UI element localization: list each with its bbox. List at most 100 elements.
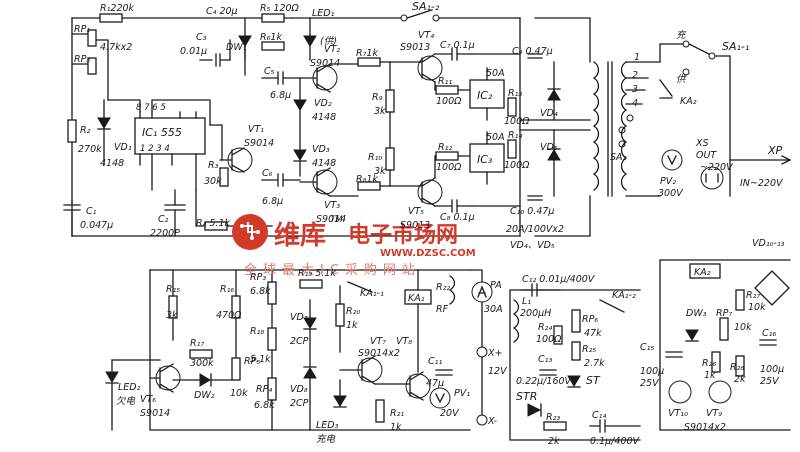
label-mode-charge: 充: [676, 29, 687, 41]
switch-sa1-1-common[interactable]: [708, 52, 716, 60]
label-r14-value: 100Ω: [504, 160, 530, 171]
label-rp7: RP₇: [716, 308, 732, 319]
label-vd8: VD₈: [290, 384, 308, 395]
switch-sa1-2-contact-b[interactable]: [432, 14, 440, 22]
label-r17: R₁₇: [190, 338, 204, 349]
resistor-r20: [335, 303, 345, 327]
label-c3-value: 0.01μ: [180, 46, 207, 57]
label-r9-value: 3k: [374, 106, 386, 117]
terminal-x-plus: [476, 346, 488, 358]
switch-sa1-1-contact-supply[interactable]: [682, 68, 690, 76]
label-xs: XS: [695, 138, 709, 149]
label-rp4: RP₄: [256, 384, 272, 395]
watermark-brand: 维库: [274, 220, 326, 251]
label-r23-value: 2k: [548, 436, 560, 447]
label-rp6: RP₆: [582, 314, 598, 325]
label-xp: XP: [767, 144, 783, 157]
label-r17-value: 300k: [190, 358, 214, 369]
label-vd1-value: 4148: [100, 158, 124, 169]
label-vd8-value: 2CP: [290, 398, 309, 409]
switch-sa2-tap-2[interactable]: [618, 126, 626, 134]
label-pv1: PV₁: [454, 388, 470, 399]
resistor-r21: [375, 399, 385, 423]
led-led1: [303, 35, 317, 47]
label-50a-bottom: 50A: [486, 132, 505, 143]
label-pv2-value: 300V: [658, 188, 684, 199]
resistor-r14: [507, 139, 517, 159]
resistor-r28: [735, 355, 745, 377]
ic1-555-chip: [134, 117, 206, 155]
label-c4: C₄ 20μ: [206, 6, 238, 17]
potentiometer-rp1: [87, 29, 97, 47]
label-ka2-coil: KA₂: [694, 267, 711, 278]
label-vt1: VT₁: [248, 124, 264, 135]
label-vt9: VT₉: [706, 408, 722, 419]
label-c1-value: 0.047μ: [80, 220, 113, 231]
label-led1-note: (供): [320, 36, 337, 47]
label-r16-value: 470Ω: [216, 310, 242, 321]
label-rp5-value: 10k: [230, 388, 248, 399]
label-vt5-value: S9013: [400, 220, 430, 231]
switch-sa2-tap-1[interactable]: [626, 114, 634, 122]
label-vt2-value: S9014: [310, 58, 340, 69]
starter-circuit: [509, 283, 641, 441]
label-r26-value: 1k: [704, 370, 716, 381]
led-led3: [333, 395, 347, 407]
switch-sa1-1-contact-charge[interactable]: [682, 40, 690, 48]
label-ka1-2: KA₁-₂: [612, 290, 636, 301]
diode-vd1: [97, 117, 111, 129]
label-tap-2: 2: [632, 70, 638, 81]
label-rp3-value: 6.8k: [250, 286, 271, 297]
label-ka2: KA₂: [680, 96, 697, 107]
label-r25: R₂₅: [582, 344, 596, 355]
label-r18: R₁₈: [250, 326, 264, 337]
label-vt3-value: S9014: [316, 214, 346, 225]
label-vt78-value: S9014x2: [358, 348, 400, 359]
label-vd-rating: 20A/100Vx2: [506, 224, 564, 235]
shunt-r22-rf: [448, 275, 456, 305]
label-c13-value: 0.22μ/160V: [516, 376, 573, 387]
switch-sa2-tap-3[interactable]: [618, 140, 626, 148]
label-r18-value: 5.1k: [250, 354, 271, 365]
label-xs-voltage: ~220V: [700, 162, 734, 173]
label-rp4-value: 6.8k: [254, 400, 275, 411]
label-r19: R₁₉ 5.1k: [298, 268, 336, 279]
label-ka1: KA₁: [408, 293, 425, 304]
label-ic3: IC₃: [477, 153, 493, 166]
label-c12: C₁₂ 0.01μ/400V: [522, 274, 596, 285]
label-c7: C₇ 0.1μ: [440, 40, 475, 51]
label-r27: R₂₇: [746, 290, 760, 301]
oscillator-block: [63, 13, 521, 237]
label-l1: L₁: [522, 296, 531, 307]
label-vt910-value: S9014x2: [684, 422, 726, 433]
resistor-r19: [299, 279, 323, 289]
capacitor-c3: [199, 53, 231, 67]
capacitor-c12: [521, 283, 561, 297]
watermark-tm: TM: [330, 215, 343, 225]
switch-sa1-2-contact-a[interactable]: [400, 14, 408, 22]
watermark-slogan: 全球最大IC采购网站: [244, 262, 421, 278]
label-vd7-value: 2CP: [290, 336, 309, 347]
label-r8: R₈1k: [356, 174, 378, 185]
label-r25-value: 2.7k: [584, 358, 605, 369]
label-vd4: VD₄: [540, 108, 558, 119]
label-c15-value: 100μ: [640, 366, 664, 377]
ammeter-pa: [471, 281, 493, 303]
resistor-r6: [261, 41, 285, 51]
label-rp-value: 4.7kx2: [100, 42, 132, 53]
resistor-r7: [357, 57, 381, 67]
label-sa1-1: SA₁-₁: [722, 40, 749, 53]
diode-vd3: [293, 149, 307, 161]
transformer-core: [607, 61, 613, 197]
resistor-r3: [219, 167, 229, 187]
label-r21: R₂₁: [390, 408, 404, 419]
label-led1: LED₁: [312, 8, 335, 19]
label-ic1: IC₁ 555: [142, 126, 182, 139]
label-sa1-2: SA₁-₂: [412, 0, 440, 13]
resistor-r26: [711, 351, 721, 373]
label-in-voltage: IN~220V: [740, 178, 784, 189]
label-led3-note: 充电: [316, 433, 336, 445]
label-l1-value: 200μH: [520, 308, 551, 319]
label-50a-top: 50A: [486, 68, 505, 79]
